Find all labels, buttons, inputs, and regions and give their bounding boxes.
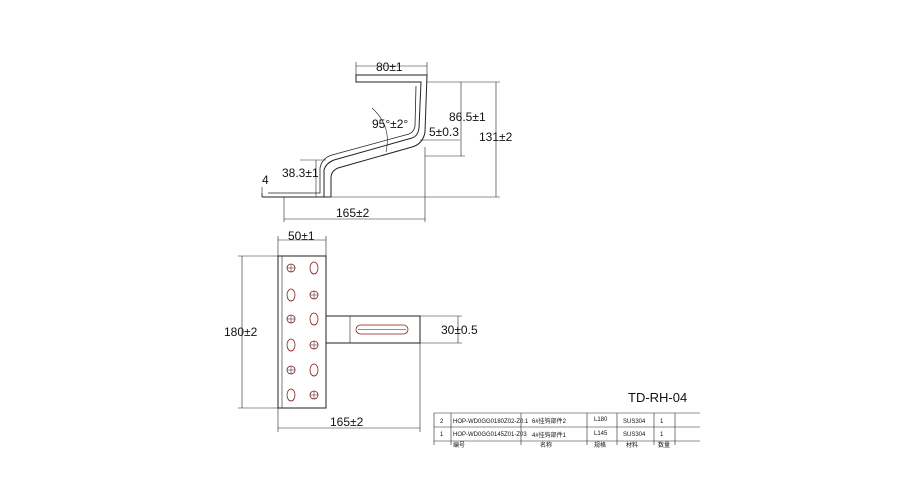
- hole-slot: [286, 388, 296, 402]
- bom-header-material: 材料: [626, 441, 638, 449]
- bom-row-length: L145: [594, 431, 608, 437]
- bom-row-qty: 1: [660, 432, 664, 438]
- dim-plate-width: 50±1: [288, 229, 315, 243]
- dim-arm-width: 30±0.5: [441, 323, 478, 337]
- hole-slot: [309, 363, 319, 377]
- dim-side-length: 165±2: [336, 206, 370, 220]
- bom-row-qty: 1: [660, 419, 664, 425]
- dim-angle: 95°±2°: [372, 117, 408, 131]
- drawing-number: TD-RH-04: [628, 390, 687, 405]
- dim-total-height: 131±2: [479, 130, 513, 144]
- hook-profile-inner: [268, 85, 417, 194]
- bom-row-name: 4#挂钩部件1: [532, 431, 567, 439]
- plate-holes: [286, 261, 319, 402]
- side-view: [261, 62, 500, 222]
- bom-header-qty: 数量: [658, 441, 670, 449]
- dim-plan-length: 165±2: [330, 415, 364, 429]
- bom-row-length: L180: [594, 417, 608, 423]
- hole-centers: [287, 264, 406, 399]
- hole-slot: [286, 288, 296, 302]
- bom-row-no: 2: [440, 419, 444, 425]
- arm-outline: [325, 315, 421, 344]
- dim-low-height: 38.3±1: [282, 166, 319, 180]
- bom-header-name: 名称: [540, 441, 552, 449]
- bom-row-no: 1: [440, 432, 444, 438]
- bom-row-material: SUS304: [623, 419, 646, 425]
- bom-header-spec: 规格: [594, 441, 606, 449]
- plate-outline: [277, 255, 327, 409]
- dim-plate: 4: [262, 173, 269, 187]
- plan-view: [238, 236, 462, 432]
- bom-header-no: 编号: [453, 441, 465, 449]
- dim-rise: 86.5±1: [449, 110, 486, 124]
- hole-slot: [286, 338, 296, 352]
- bom-table: [433, 412, 700, 445]
- bom-row-code: HOP-WD0GG0145Z01-Z03: [453, 432, 527, 438]
- bom-row-code: HOP-WD0GG0180Z02-Z0.1: [453, 419, 529, 425]
- dim-top-width: 80±1: [376, 60, 403, 74]
- hole-slot: [309, 312, 319, 326]
- arm-slot: [355, 324, 409, 335]
- hook-profile-outer: [268, 74, 428, 198]
- angle-arc: [371, 107, 388, 153]
- bom-row-material: SUS304: [623, 432, 646, 438]
- dim-thickness: 5±0.3: [429, 125, 459, 139]
- hole-slot: [309, 261, 319, 275]
- bom-row-name: 6#挂钩部件2: [532, 417, 567, 425]
- dim-plate-height: 180±2: [224, 325, 258, 339]
